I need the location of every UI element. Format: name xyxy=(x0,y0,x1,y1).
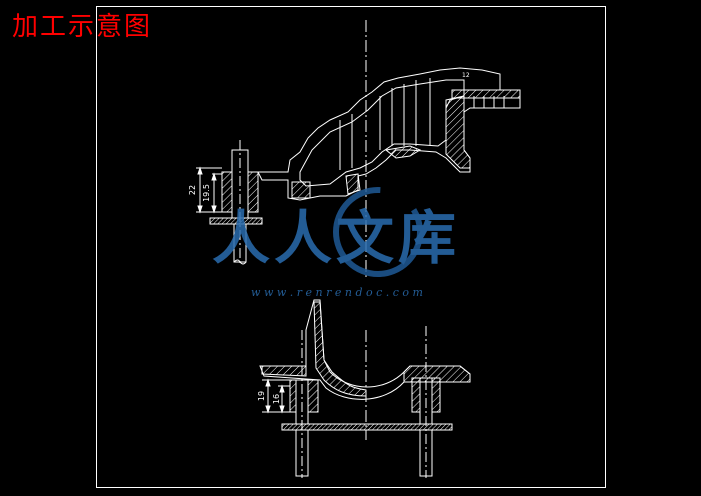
top-rib-hatch xyxy=(384,145,422,159)
top-clamp-plate xyxy=(209,217,263,225)
watermark-circle xyxy=(333,187,423,277)
top-flange-hatch xyxy=(451,89,521,99)
part-note: 12 xyxy=(462,72,470,79)
top-pin-body-hatch xyxy=(221,171,233,213)
watermark-text: 人人文库 xyxy=(212,204,460,272)
bottom-clamp-plate xyxy=(281,423,453,431)
top-casing-inner xyxy=(299,79,465,187)
dim-bottom-inner: 16 xyxy=(272,394,281,404)
watermark-url: w w w . r e n r e n d o c . c o m xyxy=(251,286,423,299)
bottom-section-view xyxy=(259,299,471,478)
page-title: 加工示意图 xyxy=(12,12,153,42)
bottom-shell-hatch xyxy=(313,301,367,397)
bottom-left-pin-hatch xyxy=(289,379,297,413)
bottom-right-pin-hatch xyxy=(411,377,421,413)
top-casing-hatch xyxy=(445,95,471,169)
drawing-frame xyxy=(96,6,606,488)
bottom-dimensions xyxy=(262,378,290,414)
watermark: 人人文库 w w w . r e n r e n d o c . c o m xyxy=(212,187,460,299)
top-step-hatch xyxy=(345,173,361,195)
top-dimensions xyxy=(196,166,222,214)
dim-bottom-outer: 19 xyxy=(257,391,266,401)
top-casing-outline xyxy=(257,67,521,201)
top-boss-hatch xyxy=(291,181,311,199)
dim-top-inner: 19.5 xyxy=(202,184,211,202)
top-section-view xyxy=(196,20,521,280)
dim-top-outer: 22 xyxy=(188,185,197,195)
